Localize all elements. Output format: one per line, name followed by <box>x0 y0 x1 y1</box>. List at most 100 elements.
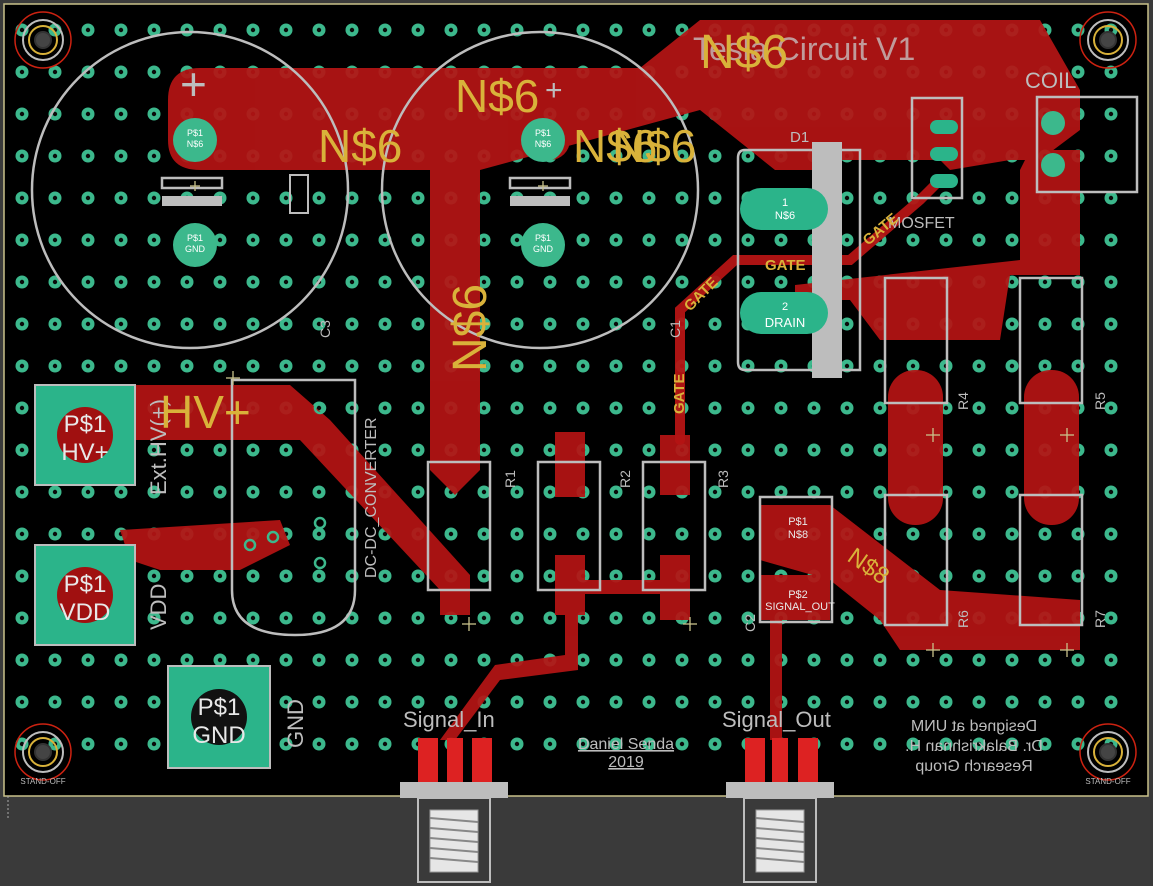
via-drill <box>19 69 25 75</box>
via-drill <box>976 489 982 495</box>
c1-pads[interactable]: P$1 N$6 P$1 GND <box>521 118 565 267</box>
via-drill <box>943 741 949 747</box>
via-drill <box>712 153 718 159</box>
via-drill <box>778 405 784 411</box>
via-drill <box>19 489 25 495</box>
standoff-hole[interactable]: STAND-OFF <box>1079 723 1137 786</box>
d1-pads[interactable]: 1 N$6 2 DRAIN <box>740 188 828 334</box>
terminal-vdd[interactable]: P$1 VDD <box>34 544 136 646</box>
via-drill <box>382 741 388 747</box>
r7-label: R7 <box>1092 610 1108 628</box>
dcdc-pin-2[interactable] <box>313 516 327 530</box>
via-drill <box>580 657 586 663</box>
via-drill <box>976 195 982 201</box>
via-drill <box>646 447 652 453</box>
mosfet-pad-3[interactable] <box>930 174 958 188</box>
via-drill <box>844 657 850 663</box>
hv-plus-pad-net: HV+ <box>61 439 108 466</box>
via-drill <box>382 363 388 369</box>
coil-pad-2[interactable] <box>1041 153 1065 177</box>
via-drill <box>976 237 982 243</box>
c3-pad-plus[interactable] <box>173 118 217 162</box>
coil-pad-1[interactable] <box>1041 111 1065 135</box>
via-drill <box>19 321 25 327</box>
c3-pad-minus[interactable] <box>173 223 217 267</box>
net-label-gate-vertical: GATE <box>671 373 688 414</box>
standoff-hole[interactable]: STAND-OFF <box>14 723 72 786</box>
via-drill <box>613 405 619 411</box>
dcdc-pin-1[interactable] <box>313 401 327 415</box>
mosfet-pad-2[interactable] <box>930 147 958 161</box>
via-drill <box>316 741 322 747</box>
terminal-gnd[interactable]: P$1 GND <box>167 665 271 769</box>
via-drill <box>184 279 190 285</box>
coil-pads[interactable] <box>1041 111 1065 177</box>
via-drill <box>85 111 91 117</box>
signal-in-pin-left <box>418 738 438 783</box>
d1-pad-1[interactable] <box>740 188 828 230</box>
via-drill <box>19 363 25 369</box>
via-drill <box>976 657 982 663</box>
via-drill <box>712 195 718 201</box>
mosfet-pad-1[interactable] <box>930 120 958 134</box>
via-drill <box>844 489 850 495</box>
signal-in-connector[interactable] <box>400 782 508 883</box>
standoff-hole[interactable] <box>14 11 72 69</box>
via-drill <box>514 741 520 747</box>
via-drill <box>613 237 619 243</box>
via-drill <box>745 447 751 453</box>
via-drill <box>646 195 652 201</box>
terminal-hv-plus[interactable]: P$1 HV+ <box>34 384 136 486</box>
via-drill <box>1042 741 1048 747</box>
via-drill <box>184 573 190 579</box>
via-drill <box>415 573 421 579</box>
dcdc-pin-3[interactable] <box>313 556 327 570</box>
via-drill <box>877 699 883 705</box>
d1-cathode-band <box>812 142 842 378</box>
c1-pad-plus[interactable] <box>521 118 565 162</box>
signal-out-connector-outline <box>743 797 817 883</box>
via-drill <box>1108 69 1114 75</box>
via-drill <box>580 321 586 327</box>
via-drill <box>613 699 619 705</box>
via-drill <box>646 531 652 537</box>
via-drill <box>877 405 883 411</box>
via-drill <box>580 531 586 537</box>
via-drill <box>1009 279 1015 285</box>
signal-out-connector[interactable] <box>726 782 834 883</box>
standoff-hole[interactable] <box>1079 11 1137 69</box>
via-drill <box>1108 279 1114 285</box>
via-drill <box>712 405 718 411</box>
via-drill <box>1108 531 1114 537</box>
via-drill <box>712 531 718 537</box>
r5-body-copper <box>1024 370 1079 525</box>
dcdc-outline <box>230 378 357 637</box>
via-drill <box>316 573 322 579</box>
via-drill <box>52 279 58 285</box>
c3-pads[interactable]: P$1 N$6 P$1 GND <box>173 118 217 267</box>
via-drill <box>19 615 25 621</box>
coil-label: COIL <box>1025 68 1076 93</box>
via-drill <box>118 279 124 285</box>
via-drill <box>19 447 25 453</box>
dcdc-pin-5[interactable] <box>266 530 280 544</box>
n8-copper <box>760 505 1080 650</box>
via-drill <box>910 237 916 243</box>
mosfet-pads[interactable] <box>930 120 958 188</box>
via-drill <box>1009 573 1015 579</box>
via-drill <box>448 615 454 621</box>
origin-marks <box>190 181 1074 657</box>
dcdc-pin-4[interactable] <box>243 538 257 552</box>
via-drill <box>745 489 751 495</box>
via-drill <box>52 699 58 705</box>
via-drill <box>118 237 124 243</box>
via-drill <box>217 27 223 33</box>
via-drill <box>943 699 949 705</box>
r2-r3-link-copper <box>580 580 670 594</box>
r1-label: R1 <box>502 470 518 488</box>
via-drill <box>745 531 751 537</box>
via-drill <box>415 489 421 495</box>
c1-pad-minus[interactable] <box>521 223 565 267</box>
d1-pad-2[interactable] <box>740 292 828 334</box>
